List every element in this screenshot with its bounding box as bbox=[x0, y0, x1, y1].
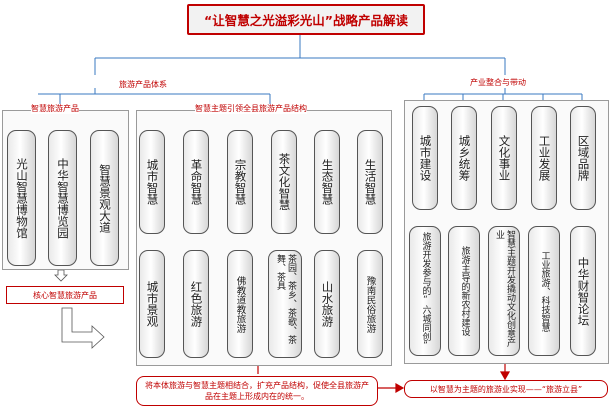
theme-bottom-tea-culture: 茶园、茶乡、茶歌、茶舞、茶具 bbox=[268, 250, 302, 358]
goal-statement: 以智慧为主题的旅游业实现——“旅游立县” bbox=[404, 380, 608, 398]
branch-label-industry: 产业整合与带动 bbox=[470, 78, 526, 88]
smart-product-avenue: 智慧景观大道 bbox=[90, 130, 119, 266]
theme-structure-group bbox=[136, 110, 392, 366]
theme-bottom-red-tourism: 红色旅游 bbox=[183, 250, 209, 358]
industry-bottom-forum: 中华财智论坛 bbox=[570, 226, 596, 356]
integration-statement: 将本体旅游与智慧主题相结合，扩充产品结构，促使全县旅游产品在主题上形成内在的统一… bbox=[136, 376, 378, 406]
theme-bottom-landscape: 山水旅游 bbox=[314, 250, 340, 358]
smart-product-museum: 光山智慧博物馆 bbox=[7, 130, 36, 266]
industry-bottom-tech-wisdom: 工业旅游、科技智慧 bbox=[528, 226, 560, 356]
industry-bottom-new-countryside: 旅游主导的新农村建设 bbox=[448, 226, 480, 356]
theme-top-tea: 茶文化智慧 bbox=[271, 130, 297, 234]
theme-bottom-folk-tourism: 豫南民俗旅游 bbox=[357, 250, 383, 358]
theme-top-life: 生活智慧 bbox=[357, 130, 383, 234]
theme-top-city: 城市智慧 bbox=[139, 130, 165, 234]
branch-label-tourism: 旅游产品体系 bbox=[119, 80, 167, 90]
smart-product-expo-park: 中华智慧博览园 bbox=[48, 130, 77, 266]
industry-top-urban-construction: 城市建设 bbox=[412, 106, 438, 210]
theme-structure-label: 智慧主题引领全县旅游产品结构 bbox=[195, 104, 307, 114]
theme-top-ecology: 生态智慧 bbox=[314, 130, 340, 234]
core-product-box: 核心智慧旅游产品 bbox=[6, 286, 124, 304]
industry-bottom-six-cities: 旅游开发参与的“六城同创” bbox=[409, 226, 441, 356]
theme-top-religion: 宗教智慧 bbox=[227, 130, 253, 234]
industry-top-culture: 文化事业 bbox=[491, 106, 517, 210]
theme-bottom-buddhism-taoism: 佛教道教旅游 bbox=[227, 250, 253, 358]
smart-products-label: 智慧旅游产品 bbox=[31, 104, 79, 114]
industry-bottom-cultural-creative: 智慧主题开发撬动文化创意产业 bbox=[488, 226, 520, 356]
theme-top-revolution: 革命智慧 bbox=[183, 130, 209, 234]
page-title: “让智慧之光溢彩光山”战略产品解读 bbox=[187, 4, 425, 35]
theme-bottom-city-landscape: 城市景观 bbox=[139, 250, 165, 358]
industry-top-industrial: 工业发展 bbox=[531, 106, 557, 210]
industry-top-urban-rural: 城乡统筹 bbox=[451, 106, 477, 210]
industry-top-brand: 区域品牌 bbox=[570, 106, 596, 210]
